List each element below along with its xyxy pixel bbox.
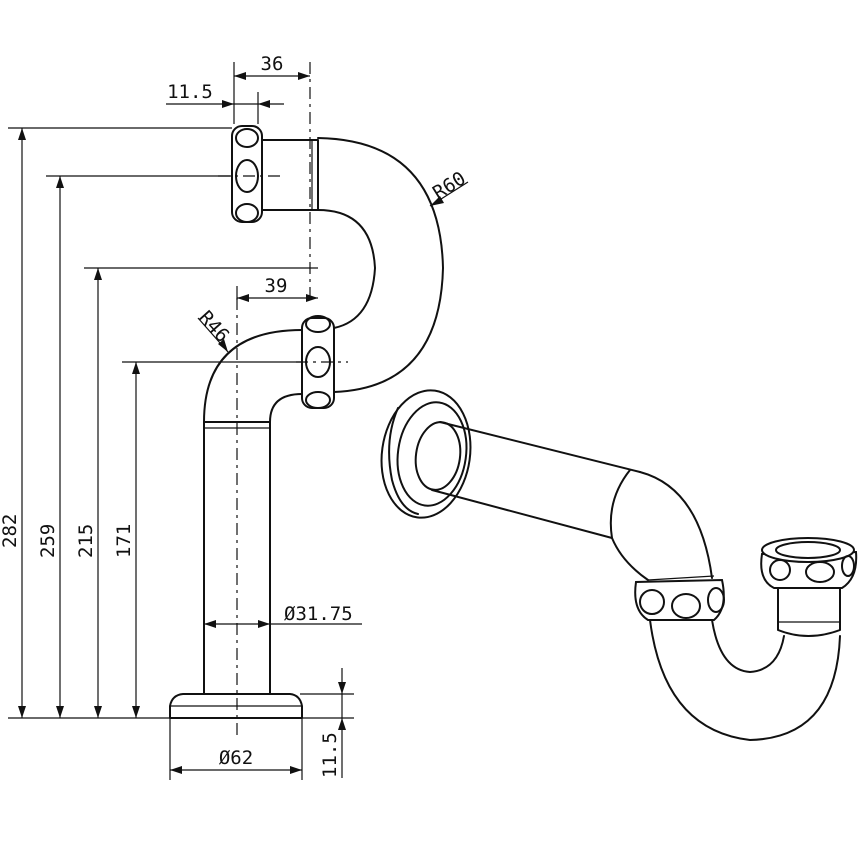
upper-nut: [231, 125, 263, 223]
perspective-elbow: [611, 471, 713, 581]
elevation-view: 36 11.5 R60 39 R46: [0, 53, 470, 780]
perspective-u-bend: [649, 619, 841, 741]
dimension-215: 215: [75, 268, 102, 718]
u-bend: [317, 137, 444, 393]
dim-label-215: 215: [75, 524, 97, 558]
perspective-nut-left: [634, 575, 725, 621]
base-flange: [169, 693, 303, 719]
vertical-tailpiece: [203, 421, 271, 695]
dim-label-r46: R46: [194, 307, 233, 347]
perspective-nut-right: [760, 537, 858, 589]
dimension-39: 39: [236, 275, 318, 302]
perspective-sleeve: [777, 579, 841, 637]
horizontal-arm: [431, 421, 641, 539]
dim-label-pipe-diameter: Ø31.75: [284, 603, 353, 625]
dim-label-11-5-top: 11.5: [167, 81, 213, 103]
dim-label-flange-diameter: Ø62: [219, 747, 253, 769]
dim-label-36: 36: [261, 53, 284, 75]
dimension-11-5-top: 11.5: [166, 81, 284, 124]
top-sleeve: [261, 139, 319, 211]
dimension-flange-diameter: Ø62: [169, 718, 303, 780]
dim-label-r60: R60: [429, 167, 470, 204]
dimension-pipe-diameter: Ø31.75: [204, 603, 362, 628]
wall-flange: [380, 389, 472, 519]
dimension-r46: R46: [194, 307, 234, 353]
dim-label-259: 259: [37, 524, 59, 558]
dimension-flange-height: 11.5: [300, 668, 354, 778]
perspective-view: [380, 389, 858, 741]
dimension-259: 259: [37, 176, 64, 718]
dimension-r60: R60: [429, 167, 470, 207]
dimension-282: 282: [0, 128, 26, 718]
dim-label-171: 171: [113, 524, 135, 558]
dim-label-flange-height: 11.5: [319, 732, 341, 778]
dim-label-282: 282: [0, 514, 21, 548]
dimension-171: 171: [113, 362, 140, 718]
dimension-36: 36: [233, 53, 310, 124]
dim-label-39: 39: [265, 275, 288, 297]
lower-elbow: [203, 329, 303, 423]
lower-nut: [301, 315, 335, 409]
